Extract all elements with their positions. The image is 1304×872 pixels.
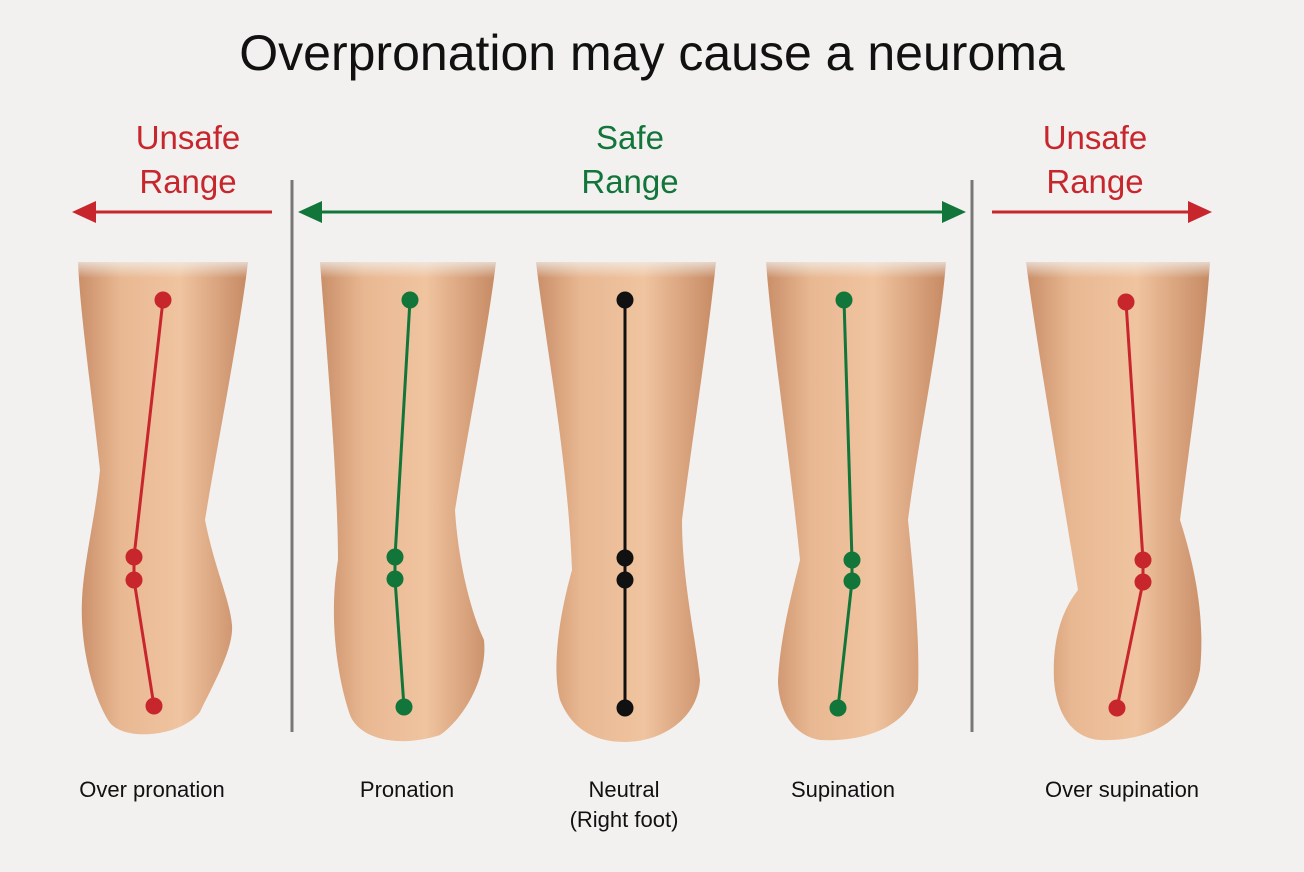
foot-neutral-axis xyxy=(616,291,634,717)
foot-label-text: Supination xyxy=(791,777,895,802)
safe-range-arrow xyxy=(298,201,966,223)
foot-pronation-axis xyxy=(386,291,419,716)
foot-over-supination-axis xyxy=(1108,293,1152,717)
label-over-supination: Over supination xyxy=(1002,775,1242,805)
foot-label-text: Neutral xyxy=(588,777,660,802)
range-label-line1: Unsafe xyxy=(135,119,241,156)
label-over-pronation: Over pronation xyxy=(32,775,272,805)
foot-over-supination xyxy=(1018,256,1218,741)
label-neutral: Neutral (Right foot) xyxy=(504,775,744,835)
range-label-line2: Range xyxy=(139,163,237,200)
foot-label-text: Over supination xyxy=(1044,777,1200,802)
range-label-line1: Unsafe xyxy=(1042,119,1148,156)
range-label-line2: Range xyxy=(581,163,679,200)
right-unsafe-arrow xyxy=(992,201,1212,223)
right-unsafe-range-label: Unsafe Range xyxy=(1015,116,1175,204)
label-pronation: Pronation xyxy=(287,775,527,805)
foot-label-text: Pronation xyxy=(359,777,455,802)
foot-sublabel-text: (Right foot) xyxy=(569,807,679,832)
safe-range-label: Safe Range xyxy=(550,116,710,204)
foot-supination-axis xyxy=(829,291,861,717)
left-unsafe-range-label: Unsafe Range xyxy=(108,116,268,204)
range-label-line2: Range xyxy=(1046,163,1144,200)
foot-over-pronation xyxy=(70,256,256,735)
label-supination: Supination xyxy=(723,775,963,805)
foot-pronation xyxy=(312,256,504,742)
foot-label-text: Over pronation xyxy=(79,777,225,802)
left-unsafe-arrow xyxy=(72,201,272,223)
foot-over-pronation-axis xyxy=(125,291,172,715)
foot-supination xyxy=(758,256,954,741)
range-label-line1: Safe xyxy=(596,119,664,156)
page-title: Overpronation may cause a neuroma xyxy=(239,25,1065,81)
